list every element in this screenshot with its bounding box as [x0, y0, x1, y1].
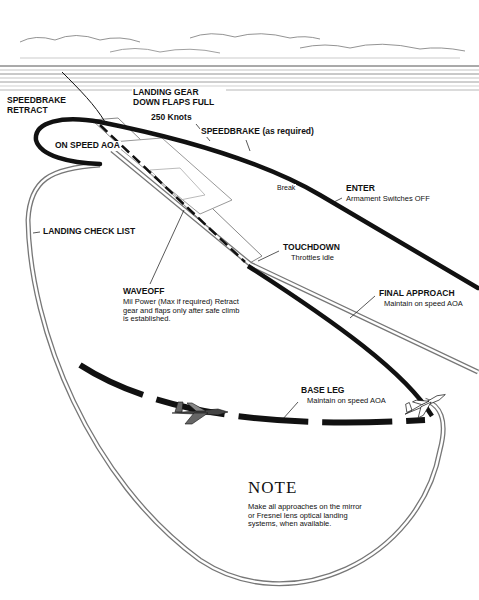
cloud	[110, 49, 220, 54]
leader-line	[150, 210, 184, 284]
label-text: Armament Switches OFF	[346, 194, 430, 203]
pattern-label: Mil Power (Max if required) Retract gear…	[122, 298, 242, 324]
pattern-track	[28, 165, 443, 584]
label-text: Break	[277, 184, 295, 191]
label-text: FINAL APPROACH	[379, 288, 455, 298]
pattern-label: NOTE	[247, 478, 298, 498]
pattern-label: 250 Knots	[150, 113, 193, 123]
entry-break-track	[36, 119, 478, 288]
horizon-line	[0, 70, 479, 71]
aircraft-wing	[413, 395, 429, 407]
horizon-line	[0, 90, 479, 91]
aircraft-icon	[172, 402, 228, 424]
pattern-label: LANDING CHECK LIST	[42, 227, 136, 237]
leader-line	[334, 198, 342, 202]
pattern-label: Maintain on speed AOA	[383, 300, 464, 309]
base-leg-track	[80, 365, 425, 423]
pattern-label: SPEEDBRAKE RETRACT	[6, 96, 66, 116]
label-text: SPEEDBRAKE (as required)	[201, 126, 314, 136]
aircraft-tail	[403, 402, 412, 412]
aircraft-wing	[187, 403, 206, 411]
pattern-label: ENTER	[345, 184, 376, 194]
pattern-label: FINAL APPROACH	[378, 289, 456, 299]
label-text: Maintain on speed AOA	[384, 299, 463, 308]
extended-centerline	[112, 150, 478, 372]
pattern-label: Break	[276, 184, 296, 192]
aircraft-tail	[175, 402, 183, 412]
pattern-label: WAVEOFF	[122, 287, 165, 297]
pattern-label: SPEEDBRAKE (as required)	[200, 127, 315, 137]
label-text: 250 Knots	[151, 112, 192, 122]
pattern-track-inner	[28, 165, 443, 584]
pattern-label: Armament Switches OFF	[345, 195, 431, 204]
label-text: LANDING CHECK LIST	[43, 226, 135, 236]
horizon-line	[0, 86, 479, 87]
aircraft-icon	[401, 387, 449, 422]
pattern-label: Make all approaches on the mirror or Fre…	[247, 503, 364, 529]
label-text: ENTER	[346, 183, 375, 193]
pattern-label: ON SPEED AOA	[54, 141, 121, 151]
label-text: BASE LEG	[301, 385, 344, 395]
pattern-label: LANDING GEAR DOWN FLAPS FULL	[132, 88, 226, 108]
pattern-label: Throttles idle	[290, 254, 335, 263]
cloud	[300, 44, 465, 51]
aircraft-wing	[414, 402, 434, 418]
leader-line	[258, 251, 279, 261]
cloud	[190, 34, 320, 39]
cloud-line	[20, 58, 460, 59]
leader-line	[282, 402, 298, 420]
aircraft-wing	[185, 413, 208, 424]
pattern-label: BASE LEG	[300, 386, 345, 396]
deck-outline	[150, 168, 205, 200]
waveoff-climb-line	[62, 72, 105, 122]
pattern-label: Maintain on speed AOA	[306, 397, 387, 406]
leader-line	[246, 140, 250, 151]
leader-line	[33, 232, 40, 233]
horizon-line	[0, 74, 479, 75]
label-text: Maintain on speed AOA	[307, 396, 386, 405]
label-text: TOUCHDOWN	[283, 242, 340, 252]
label-text: Throttles idle	[291, 253, 334, 262]
label-text: Mil Power (Max if required) Retract gear…	[123, 297, 239, 323]
pattern-label: TOUCHDOWN	[282, 243, 341, 253]
label-text: Make all approaches on the mirror or Fre…	[248, 502, 362, 528]
extended-centerline-inner	[112, 150, 478, 372]
label-text: WAVEOFF	[123, 286, 164, 296]
cloud	[20, 36, 140, 43]
label-text: ON SPEED AOA	[55, 140, 120, 150]
label-text: LANDING GEAR DOWN FLAPS FULL	[133, 87, 214, 107]
label-text: SPEEDBRAKE RETRACT	[7, 95, 66, 115]
leader-line	[350, 296, 375, 318]
horizon-line	[0, 66, 479, 67]
label-text: NOTE	[248, 478, 297, 497]
glide-path	[100, 125, 245, 262]
horizon-line	[0, 78, 479, 79]
